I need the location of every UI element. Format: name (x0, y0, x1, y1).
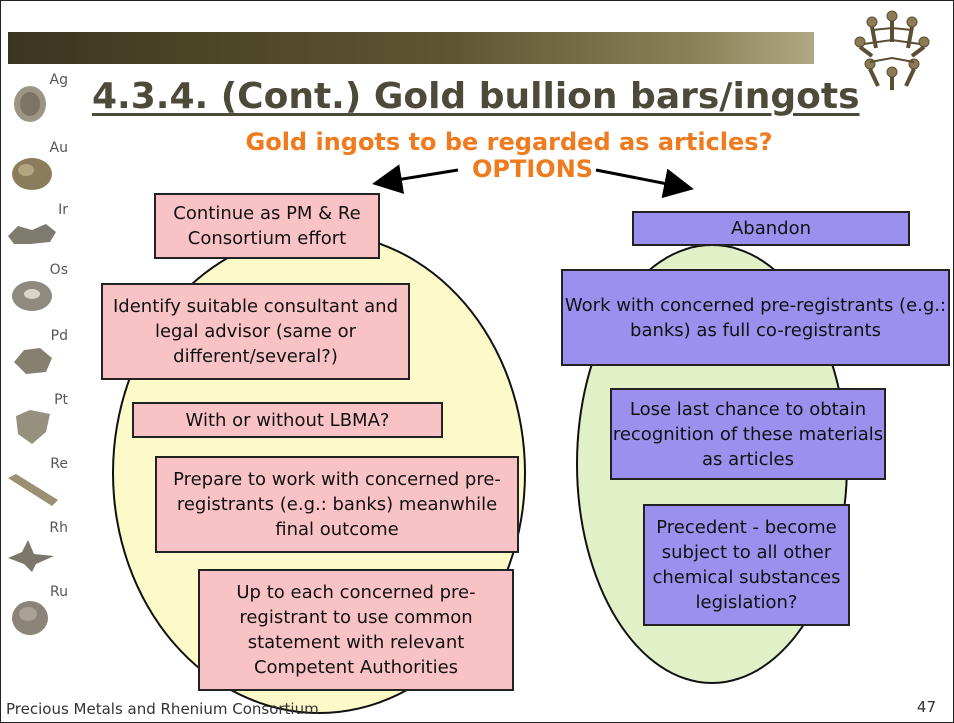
element-symbol: Rh (49, 520, 68, 536)
metal-specimen-pd: Pd (6, 328, 68, 384)
palladium-nugget-icon (14, 348, 52, 374)
slide-title: 4.3.4. (Cont.) Gold bullion bars/ingots (92, 76, 860, 117)
option-box-lbma: With or without LBMA? (132, 402, 443, 438)
element-symbol: Ru (50, 584, 68, 600)
option-box-identify-consultant: Identify suitable consultant and legal a… (101, 283, 410, 380)
platinum-nugget-icon (16, 410, 50, 444)
rhodium-fragment-icon (8, 540, 54, 572)
metal-specimen-os: Os (6, 262, 68, 318)
element-symbol: Os (49, 262, 68, 278)
element-symbol: Ag (49, 72, 68, 88)
option-box-precedent: Precedent - become subject to all other … (643, 504, 850, 626)
metal-specimen-rh: Rh (6, 520, 68, 576)
metal-specimen-pt: Pt (6, 392, 68, 448)
metal-specimen-ir: Ir (6, 202, 68, 258)
option-box-prepare-work: Prepare to work with concerned pre-regis… (155, 456, 519, 553)
arrow-right (595, 168, 694, 199)
element-symbol: Au (49, 140, 68, 156)
option-box-abandon: Abandon (632, 211, 910, 246)
page-number: 47 (916, 698, 936, 716)
element-symbol: Pt (54, 392, 68, 408)
option-box-continue: Continue as PM & Re Consortium effort (154, 193, 380, 259)
rhenium-bar-icon (8, 474, 58, 506)
element-symbol: Ir (58, 202, 68, 218)
gold-nugget-icon (12, 158, 52, 190)
option-box-lose-last-chance: Lose last chance to obtain recognition o… (610, 388, 886, 480)
silver-coin-icon (14, 86, 46, 122)
option-box-common-statement: Up to each concerned pre-registrant to u… (198, 569, 514, 691)
metal-specimen-ru: Ru (6, 584, 68, 640)
metal-specimen-ag: Ag (6, 72, 68, 128)
element-symbol: Pd (50, 328, 68, 344)
metal-specimen-re: Re (6, 456, 68, 512)
consortium-logo (854, 10, 930, 90)
footer-text: Precious Metals and Rhenium Consortium (6, 700, 319, 718)
slide-subtitle: Gold ingots to be regarded as articles? (245, 128, 773, 156)
arrow-left (372, 164, 459, 194)
option-box-full-co-registrants: Work with concerned pre-registrants (e.g… (561, 269, 950, 366)
options-label: OPTIONS (472, 155, 594, 183)
header-bar (8, 32, 814, 64)
iridium-chunk-icon (8, 224, 56, 244)
osmium-disc-icon (12, 281, 52, 311)
metal-specimen-au: Au (6, 140, 68, 196)
ruthenium-disc-icon (12, 601, 48, 635)
element-symbol: Re (50, 456, 68, 472)
